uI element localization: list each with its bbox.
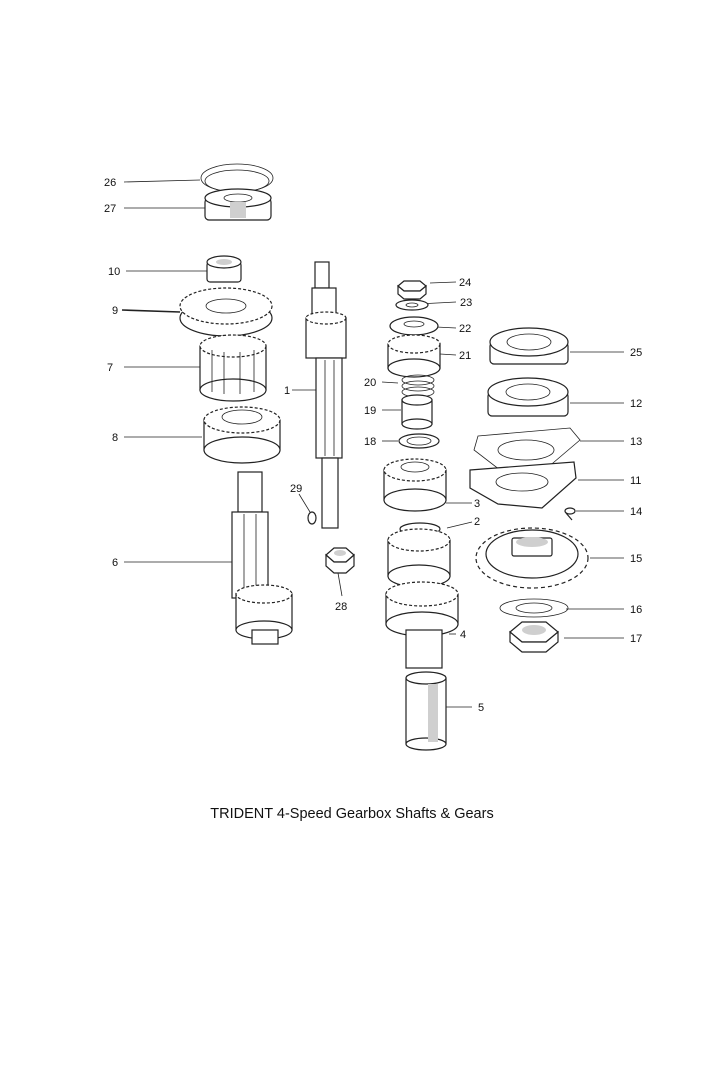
sleeve-gear-4: [385, 581, 459, 669]
gear-7: [199, 334, 267, 402]
circlip-26: [200, 163, 274, 193]
washer-22: [389, 316, 439, 336]
callout-20: 20: [364, 377, 376, 389]
mainshaft-1: [305, 261, 347, 529]
callout-2: 2: [474, 516, 480, 528]
bearing-25: [489, 327, 569, 365]
sprocket-15: [475, 527, 589, 589]
callout-17: 17: [630, 633, 642, 645]
callout-4: 4: [460, 629, 466, 641]
gear-2: [387, 522, 451, 588]
callout-labels: 26 27 10 9 7 8 6 1 29 28 24 23 22 21 20 …: [104, 177, 642, 714]
callout-1: 1: [284, 385, 290, 397]
nut-24: [397, 280, 427, 300]
callout-12: 12: [630, 398, 642, 410]
bearing-12: [487, 377, 569, 417]
callout-19: 19: [364, 405, 376, 417]
washer-23: [395, 299, 429, 311]
key-29: [307, 511, 317, 525]
callout-18: 18: [364, 436, 376, 448]
callout-7: 7: [107, 362, 113, 374]
spring-20: [401, 374, 435, 398]
callout-28: 28: [335, 601, 347, 613]
callout-25: 25: [630, 347, 642, 359]
callout-29: 29: [290, 483, 302, 495]
nut-17: [509, 621, 559, 653]
nut-28: [325, 547, 355, 574]
washer-18: [398, 433, 440, 449]
callout-16: 16: [630, 604, 642, 616]
layshaft-6: [231, 471, 293, 645]
gear-9: [179, 287, 273, 337]
callout-27: 27: [104, 203, 116, 215]
callout-26: 26: [104, 177, 116, 189]
gear-8: [203, 406, 281, 464]
screw-14: [564, 507, 576, 521]
bush-19: [401, 394, 433, 430]
callout-22: 22: [459, 323, 471, 335]
housing-plate-11: [469, 461, 577, 509]
callout-21: 21: [459, 350, 471, 362]
callout-11: 11: [630, 475, 641, 487]
diagram-caption: TRIDENT 4-Speed Gearbox Shafts & Gears: [210, 806, 494, 822]
gear-21: [387, 334, 441, 378]
callout-23: 23: [460, 297, 472, 309]
callout-3: 3: [474, 498, 480, 510]
callout-10: 10: [108, 266, 120, 278]
lock-washer-16: [499, 598, 569, 618]
bush-10: [206, 255, 242, 283]
callout-9: 9: [112, 305, 118, 317]
callout-5: 5: [478, 702, 484, 714]
bush-5: [405, 671, 447, 751]
callout-15: 15: [630, 553, 642, 565]
callout-24: 24: [459, 277, 471, 289]
callout-8: 8: [112, 432, 118, 444]
callout-6: 6: [112, 557, 118, 569]
bearing-27: [204, 188, 272, 221]
callout-14: 14: [630, 506, 642, 518]
callout-13: 13: [630, 436, 642, 448]
gear-3: [383, 458, 447, 512]
